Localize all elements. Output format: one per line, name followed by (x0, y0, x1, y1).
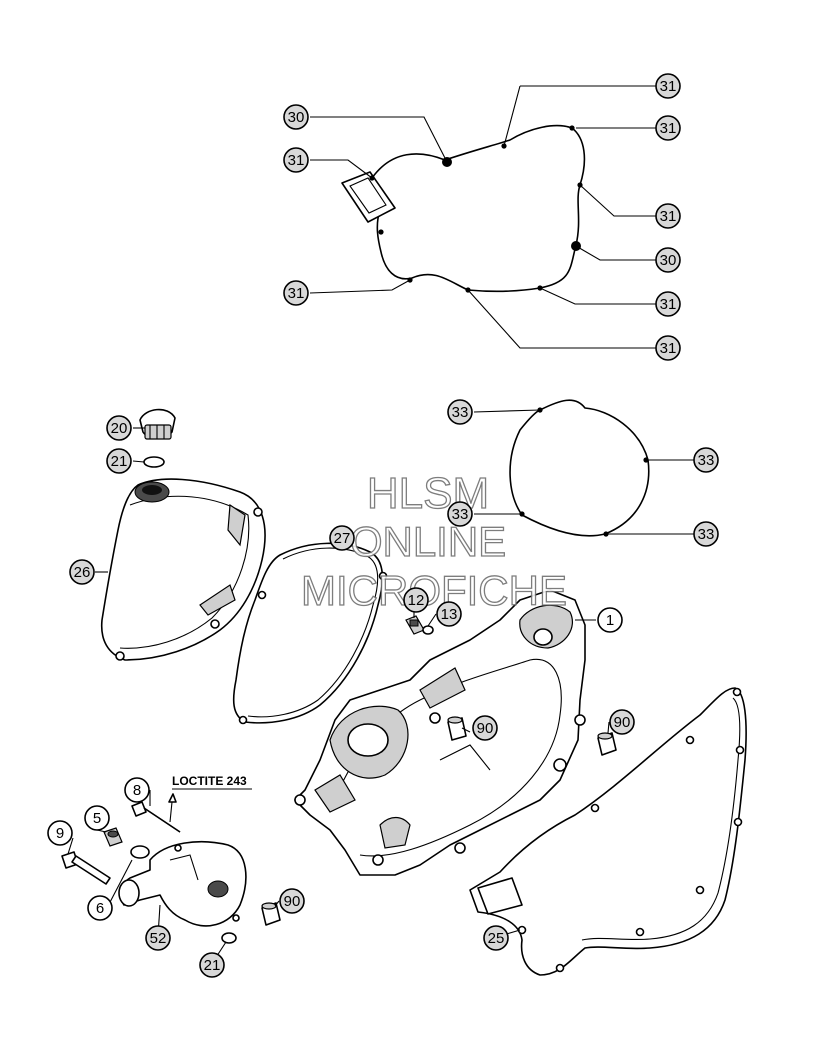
callout-label: 30 (660, 252, 677, 269)
callout-label: 1 (606, 612, 614, 629)
water-pump-cover (118, 840, 247, 927)
plug-screw-5 (103, 827, 123, 847)
callout-26: 26 (69, 559, 95, 585)
dowel-pin-3 (261, 902, 281, 926)
svg-text:MICROFICHE: MICROFICHE (301, 567, 567, 614)
bolt-8 (131, 801, 181, 833)
callout-label: 52 (150, 930, 167, 947)
callout-label: 6 (96, 900, 104, 917)
callout-label: 90 (477, 720, 494, 737)
callout-31: 31 (283, 147, 309, 173)
callout-label: 25 (488, 930, 505, 947)
leaders-top (309, 85, 656, 349)
dowel-pin-1 (447, 716, 467, 741)
callout-33: 33 (447, 501, 473, 527)
callout-label: 12 (408, 592, 425, 609)
callout-90: 90 (279, 888, 305, 914)
callout-31: 31 (655, 335, 681, 361)
callout-label: 30 (288, 109, 305, 126)
callout-5: 5 (84, 805, 110, 831)
callout-label: 31 (288, 285, 305, 302)
callout-label: 90 (284, 893, 301, 910)
callout-label: 90 (614, 714, 631, 731)
ignition-cover-gasket (232, 542, 388, 725)
callout-label: 31 (288, 152, 305, 169)
callout-33: 33 (693, 447, 719, 473)
callout-31: 31 (655, 291, 681, 317)
callout-12: 12 (403, 587, 429, 613)
callout-label: 31 (660, 78, 677, 95)
watermark: HLSM ONLINE MICROFICHE (300, 468, 567, 614)
inner-cover-gasket (341, 124, 586, 293)
clutch-cover-gasket (473, 399, 694, 537)
callout-27: 27 (329, 525, 355, 551)
o-ring-top (143, 456, 165, 468)
clutch-cover-gasket-outer (469, 687, 747, 976)
callout-label: 27 (334, 530, 351, 547)
callout-31: 31 (655, 203, 681, 229)
callout-31: 31 (655, 115, 681, 141)
callout-label: 33 (452, 506, 469, 523)
o-ring-bottom (221, 932, 237, 944)
callout-label: 33 (452, 404, 469, 421)
callout-21: 21 (199, 952, 225, 978)
svg-text:ONLINE: ONLINE (350, 518, 506, 565)
callout-13: 13 (436, 601, 462, 627)
callout-label: 31 (660, 296, 677, 313)
callout-30: 30 (283, 104, 309, 130)
callout-90: 90 (609, 709, 635, 735)
drain-screw (405, 615, 425, 635)
callout-label: 21 (111, 453, 128, 470)
seal-ring-13 (422, 625, 434, 635)
callout-label: 26 (74, 564, 91, 581)
dowel-pin-2 (597, 732, 617, 756)
callout-label: 33 (698, 452, 715, 469)
callout-label: 9 (56, 825, 64, 842)
callout-label: 31 (660, 340, 677, 357)
callout-label: 31 (660, 120, 677, 137)
callout-label: 33 (698, 526, 715, 543)
callout-label: 5 (93, 810, 101, 827)
callout-21: 21 (106, 448, 132, 474)
callout-25: 25 (483, 925, 509, 951)
bolt-9 (61, 851, 111, 885)
callout-label: 8 (133, 782, 141, 799)
callout-31: 31 (283, 280, 309, 306)
callout-1: 1 (597, 607, 623, 633)
callout-30: 30 (655, 247, 681, 273)
callout-33: 33 (693, 521, 719, 547)
loctite-note: LOCTITE 243 (172, 774, 247, 788)
callout-31: 31 (655, 73, 681, 99)
seal-ring-6 (130, 845, 150, 859)
oil-filler-plug (139, 408, 176, 440)
callout-20: 20 (106, 415, 132, 441)
callout-label: 20 (111, 420, 128, 437)
callout-8: 8 (124, 777, 150, 803)
callout-90: 90 (472, 715, 498, 741)
callout-6: 6 (87, 895, 113, 921)
callout-label: 31 (660, 208, 677, 225)
callout-33: 33 (447, 399, 473, 425)
ignition-cover (100, 478, 266, 661)
callout-bubbles: 31 30 31 31 31 30 31 31 31 33 33 33 33 20 21 26 27 12 13 1 9… (47, 73, 719, 978)
callout-label: 13 (441, 606, 458, 623)
callout-9: 9 (47, 820, 73, 846)
callout-label: 21 (204, 957, 221, 974)
clutch-cover (294, 589, 586, 876)
callout-52: 52 (145, 925, 171, 951)
